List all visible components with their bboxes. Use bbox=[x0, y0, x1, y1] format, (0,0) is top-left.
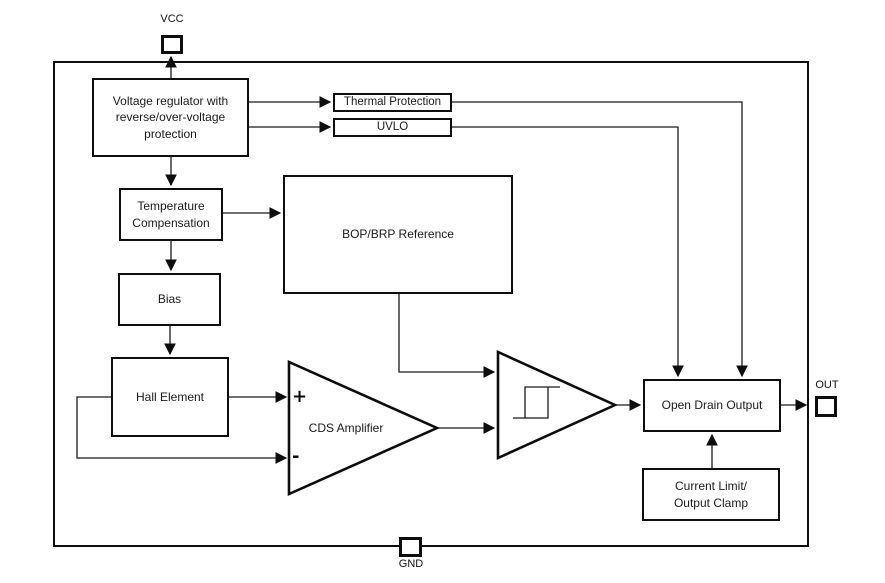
block-label-line: Voltage regulator with bbox=[112, 94, 229, 109]
hysteresis-icon bbox=[513, 386, 560, 419]
vcc-pin-label: VCC bbox=[160, 13, 184, 25]
block-label: Hall Element bbox=[135, 389, 205, 404]
ic-boundary bbox=[53, 61, 809, 547]
block-label: Open Drain Output bbox=[661, 398, 763, 413]
block-current-limit-output-clamp: Current Limit/ Output Clamp bbox=[642, 468, 780, 521]
block-label-line: Output Clamp bbox=[673, 495, 749, 510]
block-label: BOP/BRP Reference bbox=[342, 227, 454, 242]
block-label: Bias bbox=[157, 292, 182, 307]
vcc-pin bbox=[161, 35, 183, 54]
out-pin-label: OUT bbox=[815, 379, 839, 391]
wire-uvlo-to-output bbox=[452, 126, 684, 378]
block-voltage-regulator: Voltage regulator with reverse/over-volt… bbox=[92, 78, 249, 157]
wire-hall-to-amp-minus bbox=[76, 396, 288, 464]
wire-reference-to-comparator bbox=[398, 294, 496, 378]
block-label: UVLO bbox=[376, 120, 409, 133]
block-temperature-compensation: Temperature Compensation bbox=[119, 188, 223, 241]
wire-thermal-to-output bbox=[452, 101, 748, 378]
block-label-line: reverse/over-voltage bbox=[115, 110, 226, 125]
block-label-line: Current Limit/ bbox=[674, 479, 748, 494]
block-thermal-protection: Thermal Protection bbox=[333, 93, 452, 112]
block-label-line: protection bbox=[144, 126, 197, 141]
block-label-line: Compensation bbox=[132, 215, 210, 230]
cds-amplifier-label: CDS Amplifier bbox=[308, 421, 384, 435]
comparator-triangle bbox=[496, 349, 619, 461]
cds-amplifier-triangle bbox=[287, 359, 441, 497]
block-bop-brp-reference: BOP/BRP Reference bbox=[283, 175, 513, 294]
gnd-pin-label: GND bbox=[398, 558, 424, 570]
block-bias: Bias bbox=[118, 273, 221, 326]
block-hall-element: Hall Element bbox=[111, 357, 229, 437]
block-label: Thermal Protection bbox=[343, 95, 442, 108]
out-pin bbox=[815, 396, 837, 417]
amp-minus-input-label: - bbox=[292, 446, 300, 467]
block-label-line: Temperature bbox=[137, 199, 205, 214]
block-uvlo: UVLO bbox=[333, 118, 452, 137]
block-open-drain-output: Open Drain Output bbox=[643, 379, 781, 432]
gnd-pin bbox=[399, 537, 422, 557]
amp-plus-input-label: + bbox=[292, 386, 308, 407]
